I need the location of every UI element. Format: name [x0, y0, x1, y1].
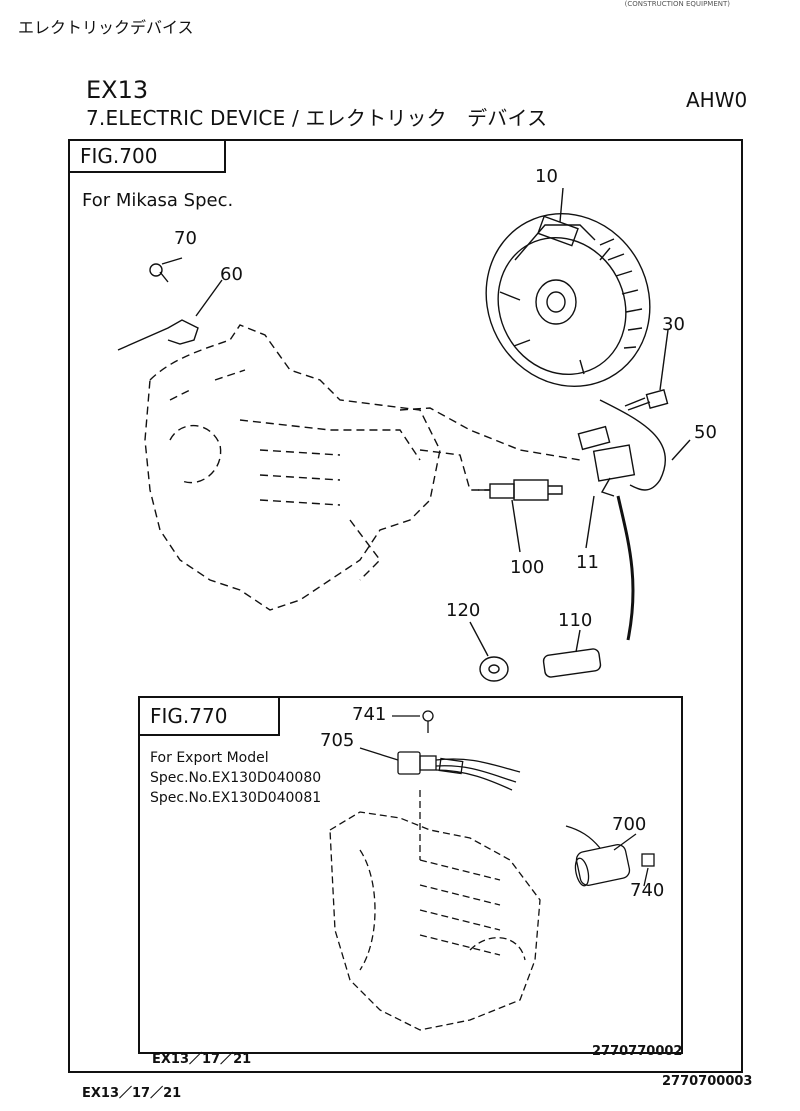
part-label-705: 705: [320, 730, 355, 751]
part-label-110: 110: [558, 610, 593, 631]
fig770-footer-right: 2770770002: [592, 1044, 683, 1059]
part-label-10: 10: [535, 166, 558, 187]
fig770-engine-outline: [329, 790, 541, 1031]
catalog-code: AHW0: [686, 88, 748, 112]
part-label-60: 60: [220, 264, 243, 285]
model-name: EX13: [86, 76, 149, 104]
fig770-export-title: For Export Model: [150, 750, 269, 766]
section-title: 7.ELECTRIC DEVICE / エレクトリック デバイス: [86, 106, 548, 130]
flywheel-part: [485, 212, 651, 388]
bolt-740-part: [641, 853, 655, 867]
part-label-100: 100: [510, 557, 545, 578]
part-label-70: 70: [174, 228, 197, 249]
starter-700-part: [565, 825, 631, 887]
fig770-spec-1: Spec.No.EX130D040080: [150, 770, 322, 786]
part-label-120: 120: [446, 600, 481, 621]
page-header-jp: エレクトリックデバイス: [18, 18, 194, 37]
part-label-30: 30: [662, 314, 685, 335]
fig770-label: FIG.770: [138, 696, 280, 736]
fig700-spec: For Mikasa Spec.: [82, 190, 234, 211]
page-footer-left: EX13／17／21: [82, 1086, 182, 1101]
page-footer-right: 2770700003: [662, 1074, 753, 1089]
bracket-60-part: [117, 319, 199, 351]
ignition-coil-part: [542, 399, 666, 678]
screw-741-part: [422, 710, 434, 722]
part-label-741: 741: [352, 704, 387, 725]
part-label-50: 50: [694, 422, 717, 443]
bolt-70-part: [149, 263, 163, 277]
fig770-footer-left: EX13／17／21: [152, 1052, 252, 1067]
part-label-700: 700: [612, 814, 647, 835]
part-label-11: 11: [576, 552, 599, 573]
bolt-30-part: [624, 389, 669, 411]
connector-705-part: [397, 751, 521, 791]
fig700-label: FIG.700: [68, 139, 226, 173]
corner-note: (CONSTRUCTION EQUIPMENT): [624, 0, 730, 8]
part-label-740: 740: [630, 880, 665, 901]
fig770-spec-2: Spec.No.EX130D040081: [150, 790, 322, 806]
washer-part: [479, 656, 509, 682]
fig700-frame: [68, 139, 743, 1073]
engine-outline-part: [144, 324, 581, 611]
fig770-frame: [138, 696, 683, 1054]
